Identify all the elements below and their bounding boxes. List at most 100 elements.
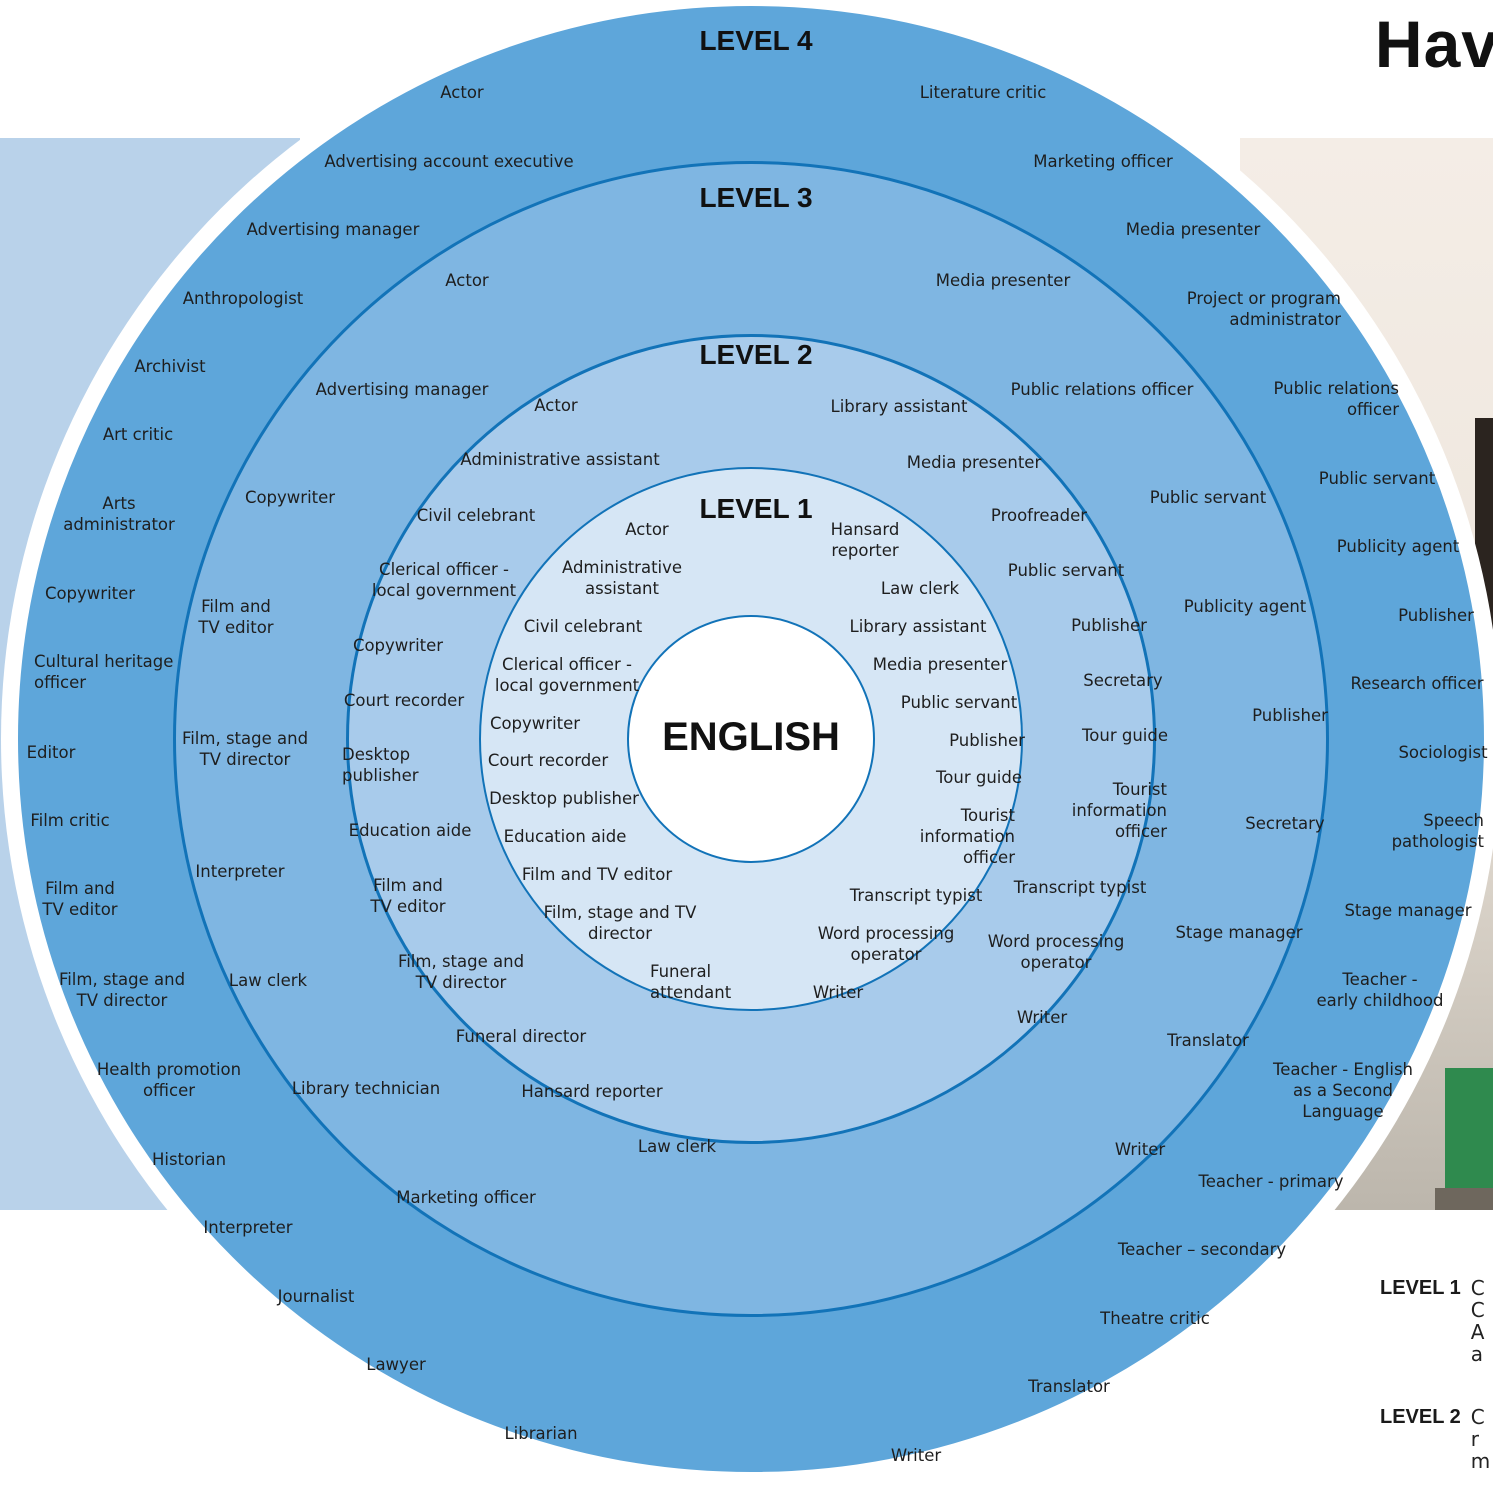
job-label: Library assistant bbox=[849, 617, 987, 636]
legend-key: LEVEL 2 bbox=[1380, 1406, 1461, 1428]
job-label: Writer bbox=[1016, 1008, 1068, 1027]
job-label: Secretary bbox=[1083, 671, 1163, 690]
job-label: Translator bbox=[1028, 1377, 1110, 1396]
job-label: Copywriter bbox=[244, 488, 336, 507]
job-label: Actor bbox=[625, 520, 669, 539]
job-label: Education aide bbox=[503, 827, 627, 846]
job-label: Publisher bbox=[949, 731, 1025, 750]
job-label: Tour guide bbox=[936, 768, 1022, 787]
job-label: Advertising manager bbox=[246, 220, 420, 239]
job-label: Archivist bbox=[134, 357, 206, 376]
job-label: Stage manager bbox=[1344, 901, 1472, 920]
job-label: Civil celebrant bbox=[523, 617, 643, 636]
legend-line: C bbox=[1470, 1298, 1485, 1322]
job-label: Historian bbox=[151, 1150, 227, 1169]
job-label: Public servant bbox=[1318, 469, 1436, 488]
legend-line: C bbox=[1470, 1276, 1485, 1300]
job-label: Transcript typist bbox=[1013, 878, 1147, 897]
job-label: Interpreter bbox=[203, 1218, 293, 1237]
job-label: Film and TV editor bbox=[521, 865, 673, 884]
job-label: Funeral director bbox=[455, 1027, 587, 1046]
job-label: Copywriter bbox=[489, 714, 581, 733]
job-label: Translator bbox=[1167, 1031, 1249, 1050]
job-label: Interpreter bbox=[195, 862, 285, 881]
legend-line: A bbox=[1470, 1320, 1485, 1344]
job-label: Law clerk bbox=[228, 971, 308, 990]
job-label: Clerical officer -local government bbox=[494, 655, 640, 695]
job-label: Advertising manager bbox=[315, 380, 489, 399]
job-label: Publisher bbox=[1071, 616, 1147, 635]
job-label: Tour guide bbox=[1082, 726, 1168, 745]
job-label: Public relations officer bbox=[1010, 380, 1194, 399]
legend-line: r bbox=[1470, 1427, 1480, 1451]
job-label: Desktop publisher bbox=[489, 789, 639, 808]
legend-line: a bbox=[1470, 1342, 1484, 1366]
job-label: Stage manager bbox=[1175, 923, 1303, 942]
job-label: Library technician bbox=[291, 1079, 441, 1098]
photo-green-object bbox=[1445, 1068, 1493, 1188]
level-3-heading: LEVEL 3 bbox=[699, 182, 813, 213]
job-label: Publisher bbox=[1252, 706, 1328, 725]
job-label: Art critic bbox=[102, 425, 174, 444]
legend-line: m bbox=[1470, 1449, 1491, 1473]
job-label: Public servant bbox=[900, 693, 1018, 712]
page-title: Hav bbox=[1374, 7, 1493, 81]
job-label: Anthropologist bbox=[182, 289, 304, 308]
job-label: Media presenter bbox=[935, 271, 1071, 290]
job-label: Proofreader bbox=[990, 506, 1088, 525]
job-label: Teacher -early childhood bbox=[1316, 970, 1444, 1010]
job-label: Copywriter bbox=[352, 636, 444, 655]
job-label: Teacher - primary bbox=[1198, 1172, 1344, 1191]
job-label: Secretary bbox=[1245, 814, 1325, 833]
job-label: Public servant bbox=[1149, 488, 1267, 507]
job-label: Lawyer bbox=[366, 1355, 426, 1374]
job-label: Transcript typist bbox=[849, 886, 983, 905]
job-label: Writer bbox=[890, 1446, 942, 1465]
job-label: Marketing officer bbox=[396, 1188, 536, 1207]
job-label: Library assistant bbox=[830, 397, 968, 416]
job-label: Media presenter bbox=[872, 655, 1008, 674]
job-label: Librarian bbox=[504, 1424, 578, 1443]
job-label: Advertising account executive bbox=[324, 152, 574, 171]
job-label: Court recorder bbox=[343, 691, 465, 710]
job-label: Writer bbox=[812, 983, 864, 1002]
legend-key: LEVEL 1 bbox=[1380, 1277, 1461, 1299]
job-label: Research officer bbox=[1350, 674, 1484, 693]
legend-line: C bbox=[1470, 1405, 1485, 1429]
job-label: Teacher – secondary bbox=[1117, 1240, 1287, 1259]
job-label: Literature critic bbox=[919, 83, 1047, 102]
legend-level-1: LEVEL 1 C C A a bbox=[1380, 1277, 1485, 1365]
level-1-heading: LEVEL 1 bbox=[699, 493, 813, 524]
job-label: Actor bbox=[440, 83, 484, 102]
job-label: Civil celebrant bbox=[416, 506, 536, 525]
job-label: Actor bbox=[534, 396, 578, 415]
legend-level-2: LEVEL 2 C r m bbox=[1380, 1406, 1490, 1472]
job-label: Actor bbox=[445, 271, 489, 290]
job-label: Clerical officer -local government bbox=[371, 560, 517, 600]
job-label: Hansard reporter bbox=[521, 1082, 663, 1101]
job-label: Marketing officer bbox=[1033, 152, 1173, 171]
job-label: Editor bbox=[26, 743, 76, 762]
job-label: Law clerk bbox=[637, 1137, 717, 1156]
job-label: Sociologist bbox=[1398, 743, 1488, 762]
job-label: Law clerk bbox=[880, 579, 960, 598]
